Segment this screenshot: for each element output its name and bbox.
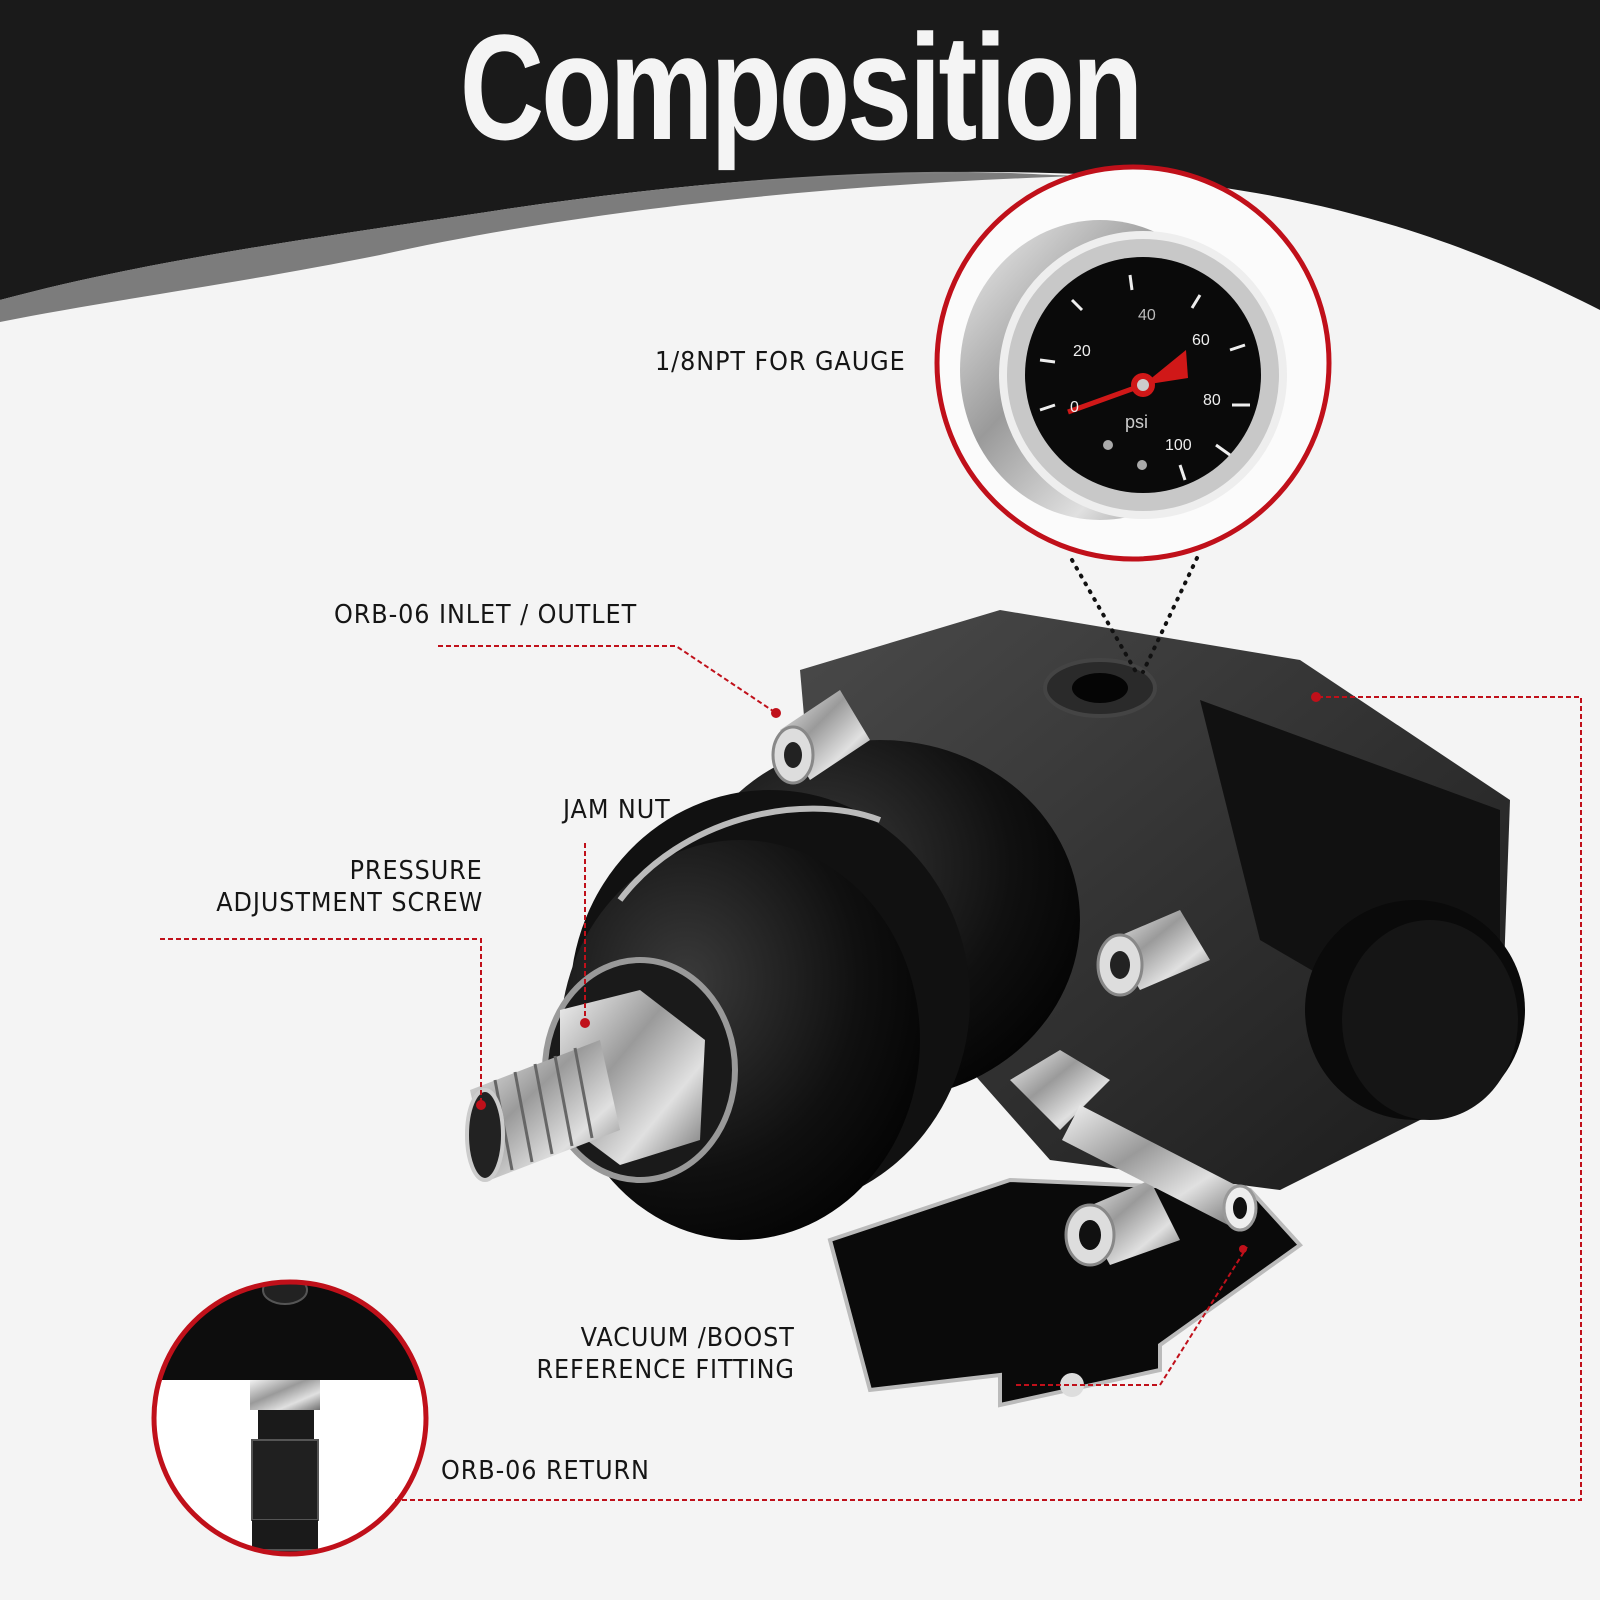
label-vacuum-fitting-line1: VACUUM /BOOST xyxy=(580,1323,795,1353)
gauge-connector xyxy=(1070,556,1199,674)
gauge-tick-80: 80 xyxy=(1203,392,1221,409)
gauge-inset: 0 20 40 60 80 100 psi xyxy=(934,164,1332,562)
gauge-tick-60: 60 xyxy=(1192,332,1210,349)
header-band xyxy=(0,0,1600,322)
return-inset xyxy=(151,1279,429,1557)
regulator-illustration xyxy=(465,610,1525,1408)
gauge-tick-20: 20 xyxy=(1073,343,1091,360)
label-jam-nut: JAM NUT xyxy=(563,795,671,825)
label-return: ORB-06 RETURN xyxy=(441,1456,650,1486)
label-vacuum-fitting-line2: REFERENCE FITTING xyxy=(536,1355,795,1385)
gauge-tick-0: 0 xyxy=(1070,399,1079,416)
gauge-tick-40: 40 xyxy=(1138,307,1156,324)
callout-dots xyxy=(476,692,1321,1253)
label-pressure-screw-line2: ADJUSTMENT SCREW xyxy=(215,888,483,918)
label-gauge-port: 1/8NPT FOR GAUGE xyxy=(655,347,906,377)
label-inlet-outlet: ORB-06 INLET / OUTLET xyxy=(334,600,638,630)
gauge-unit: psi xyxy=(1125,412,1148,432)
label-pressure-screw-line1: PRESSURE xyxy=(349,856,483,886)
gauge-tick-100: 100 xyxy=(1165,437,1192,454)
page-title: Composition xyxy=(459,3,1144,171)
callout-lines xyxy=(160,645,1582,1501)
